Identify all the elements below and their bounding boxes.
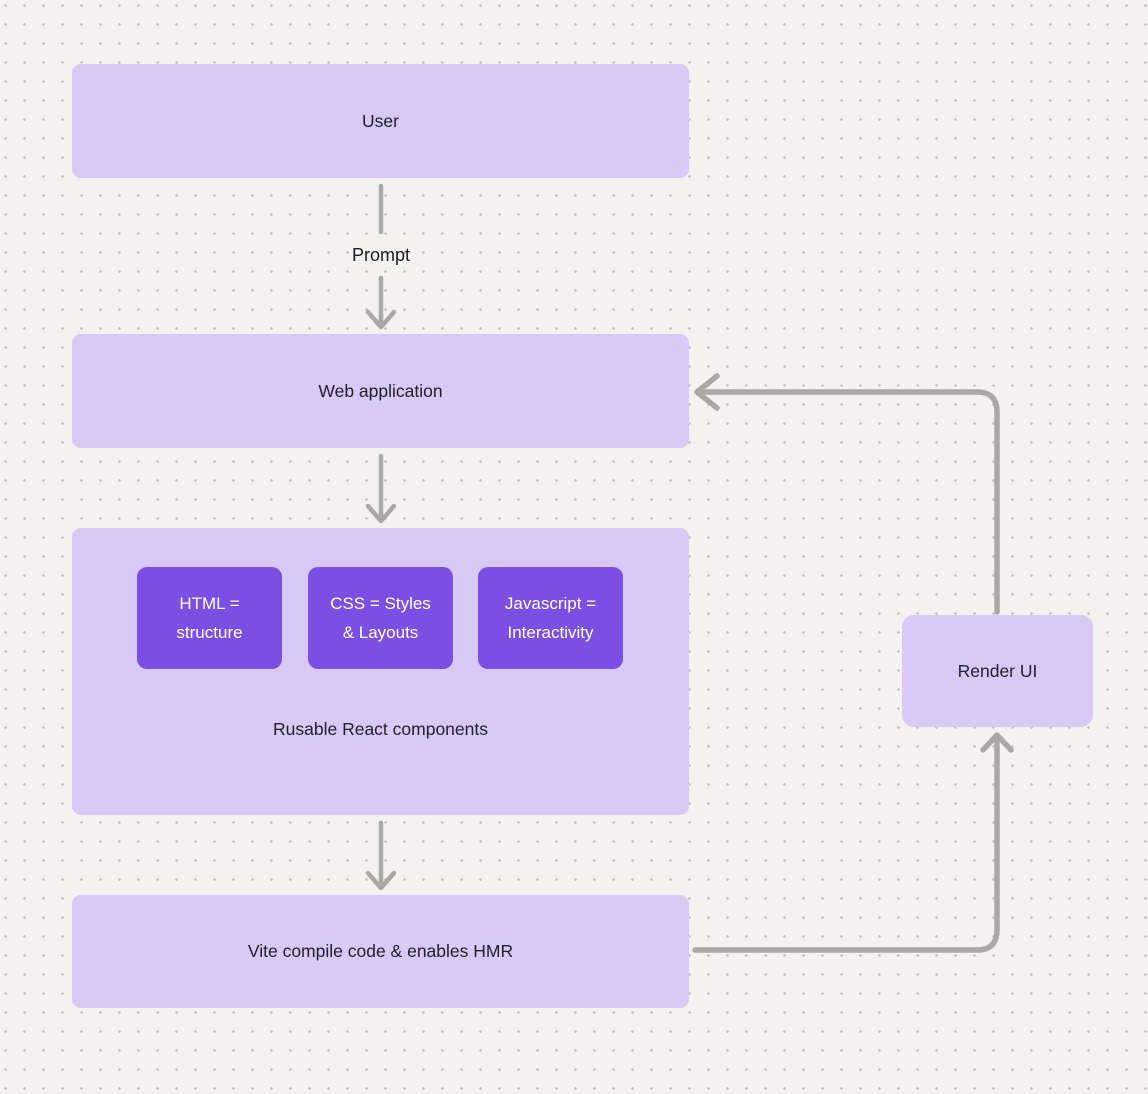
node-render-ui: Render UI	[902, 615, 1093, 727]
node-user-label: User	[362, 110, 399, 131]
arrowhead-left-web	[694, 373, 720, 411]
chip-html-label: HTML = structure	[176, 594, 243, 642]
arrow-render-to-web	[700, 389, 1000, 615]
chip-css-label: CSS = Styles & Layouts	[330, 594, 431, 642]
node-user: User	[72, 64, 689, 178]
arrowhead-down-vite	[365, 870, 397, 891]
node-web-application: Web application	[72, 334, 689, 448]
edge-label-prompt: Prompt	[351, 245, 411, 265]
chip-javascript: Javascript = Interactivity	[478, 567, 623, 669]
chip-html: HTML = structure	[137, 567, 282, 669]
node-web-application-label: Web application	[318, 380, 443, 401]
arrowhead-down-web	[365, 309, 397, 330]
node-vite-label: Vite compile code & enables HMR	[247, 941, 514, 962]
arrowhead-up-render	[980, 732, 1014, 753]
node-vite: Vite compile code & enables HMR	[72, 895, 689, 1008]
chip-javascript-label: Javascript = Interactivity	[504, 594, 597, 642]
chip-css: CSS = Styles & Layouts	[308, 567, 453, 669]
node-render-ui-label: Render UI	[957, 660, 1038, 681]
arrowhead-down-components	[365, 503, 397, 524]
group-react-components-caption: Rusable React components	[273, 719, 488, 739]
group-react-components: HTML = structure CSS = Styles & Layouts …	[72, 528, 689, 815]
arrow-vite-to-render	[692, 739, 1000, 953]
